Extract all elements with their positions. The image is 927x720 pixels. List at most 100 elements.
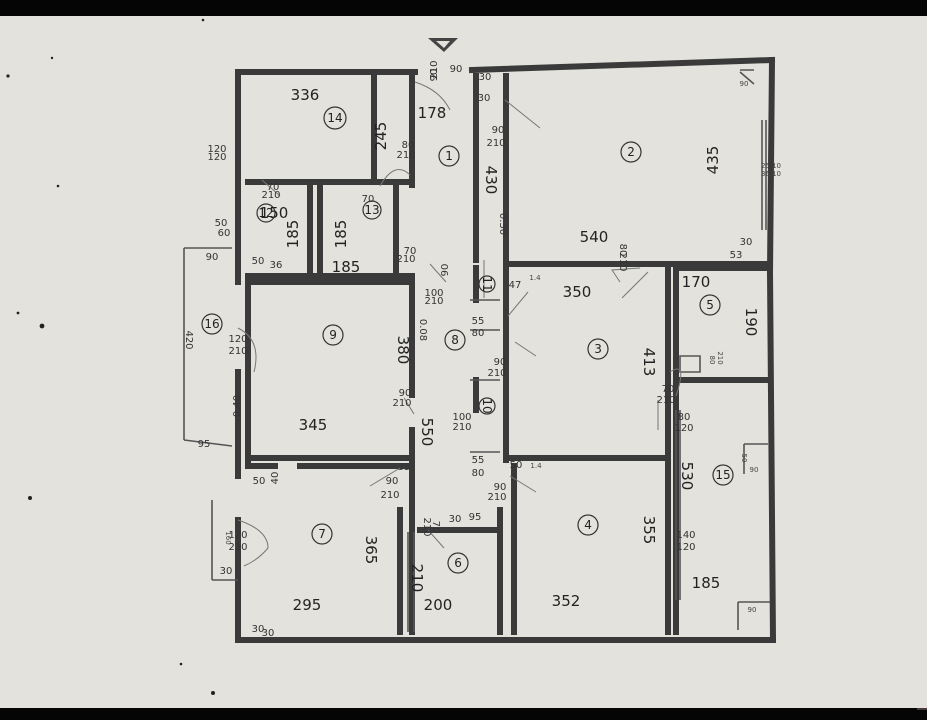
dimension-label: 95 bbox=[198, 439, 211, 450]
dimension-label: 30 bbox=[449, 514, 462, 525]
dimension-label: 540 bbox=[580, 228, 609, 246]
dimension-label: 80 bbox=[472, 328, 485, 339]
dimension-label: 90 bbox=[206, 252, 219, 263]
dimension-label: 210 bbox=[228, 542, 247, 553]
dimension-label: 100 bbox=[424, 288, 443, 299]
dimension-label: 50 bbox=[253, 476, 266, 487]
room-number: 6 bbox=[454, 556, 462, 570]
dimension-label: 1.4 bbox=[530, 462, 542, 470]
room-circle bbox=[447, 552, 469, 574]
dimension-label: 120 bbox=[207, 152, 226, 163]
dimension-label: 350 bbox=[563, 283, 592, 301]
dimension-label: 550 bbox=[418, 418, 436, 447]
dimension-label: 120 bbox=[228, 334, 247, 345]
dimension-label: 210 bbox=[408, 564, 426, 593]
room-number: 11 bbox=[480, 276, 494, 291]
room-number: 12 bbox=[258, 206, 273, 220]
room-marker-15: 15 bbox=[712, 464, 734, 486]
dimension-label: 90 bbox=[492, 125, 505, 136]
dimension-label: 420 bbox=[183, 330, 194, 349]
room-marker-9: 9 bbox=[322, 324, 344, 346]
room-marker-2: 2 bbox=[620, 141, 642, 163]
dimension-label: 185 bbox=[692, 574, 721, 592]
dimension-label: 210 bbox=[656, 395, 675, 406]
room-marker-13: 13 bbox=[362, 200, 382, 220]
dimension-label: 185 bbox=[284, 220, 302, 249]
dimension-label: 210 bbox=[261, 190, 280, 201]
dimension-label: 210 bbox=[487, 368, 506, 379]
dimension-label: 55 bbox=[472, 455, 485, 466]
dimension-label: 185 bbox=[332, 258, 361, 276]
dimension-label: 50 bbox=[510, 460, 523, 471]
dimension-label: 210 bbox=[716, 351, 724, 364]
dimension-label: 80 bbox=[402, 140, 415, 151]
dimension-label: 30 bbox=[262, 628, 275, 639]
room-number: 13 bbox=[364, 203, 379, 217]
dimension-label: 80 bbox=[708, 356, 716, 365]
dimension-label: 120 bbox=[207, 144, 226, 155]
dimension-label: 70 bbox=[404, 246, 417, 257]
room-circle bbox=[438, 145, 460, 167]
dimension-label: 80 bbox=[617, 244, 628, 257]
dimension-label: 120 bbox=[676, 542, 695, 553]
scan-specks bbox=[6, 18, 215, 695]
photo-bottom-edge bbox=[0, 708, 927, 720]
room-marker-3: 3 bbox=[587, 338, 609, 360]
room-circle bbox=[311, 523, 333, 545]
dimension-label: 1.4 bbox=[529, 274, 541, 282]
dimension-label: 210 bbox=[228, 346, 247, 357]
dimension-label: 210 bbox=[421, 517, 432, 536]
dimension-label: 345 bbox=[299, 416, 328, 434]
dimension-label: 150 bbox=[260, 204, 289, 222]
dimension-label: 55 bbox=[472, 316, 485, 327]
dimension-label: 336 bbox=[291, 86, 320, 104]
dimension-label: 100 bbox=[452, 412, 471, 423]
room-number: 14 bbox=[327, 111, 342, 125]
dimension-label: 210 bbox=[617, 252, 628, 271]
dimension-label: 352 bbox=[552, 592, 581, 610]
room-circle bbox=[323, 106, 347, 130]
room-number: 1 bbox=[445, 149, 453, 163]
dimension-label: 210 bbox=[380, 490, 399, 501]
dimension-label: 30 bbox=[740, 237, 753, 248]
dimension-label: 90 bbox=[440, 264, 451, 277]
dimension-label: 90 bbox=[429, 69, 440, 82]
dimension-label: 210 bbox=[392, 398, 411, 409]
room-marker-11: 11 bbox=[478, 275, 496, 293]
dimension-label: 90 bbox=[750, 466, 759, 474]
dimension-label: 140 bbox=[676, 530, 695, 541]
dimension-label: 435 bbox=[704, 146, 722, 175]
room-number: 5 bbox=[706, 298, 714, 312]
room-circle bbox=[444, 329, 466, 351]
dimension-label: 295 bbox=[293, 596, 322, 614]
room-marker-10: 10 bbox=[478, 397, 496, 415]
dimension-label: 90 bbox=[748, 606, 757, 614]
dimension-label: 210 bbox=[429, 60, 440, 79]
room-number: 10 bbox=[480, 398, 494, 413]
dimension-label: 530 bbox=[678, 462, 696, 491]
dimension-label: 413 bbox=[640, 348, 658, 377]
dimension-label: 70 bbox=[362, 194, 375, 205]
dimension-label: 120 bbox=[674, 423, 693, 434]
dimension-label: 90 bbox=[494, 482, 507, 493]
dimension-label: 355 bbox=[640, 516, 658, 545]
dimension-label: 160 bbox=[224, 531, 232, 544]
dimension-label: 80 bbox=[678, 412, 691, 423]
dimension-label: 70 bbox=[662, 384, 675, 395]
dimension-label: 50 bbox=[740, 454, 748, 463]
paper-sheet bbox=[0, 16, 927, 708]
room-number: 8 bbox=[451, 333, 459, 347]
dimension-label: 40 bbox=[270, 472, 281, 485]
dimension-label: 36 10 bbox=[761, 170, 781, 178]
dimension-label: 30 bbox=[252, 624, 265, 635]
room-circle bbox=[587, 338, 609, 360]
room-marker-1: 1 bbox=[438, 145, 460, 167]
dimension-label: 53 bbox=[730, 250, 743, 261]
dimension-label: 50 bbox=[215, 218, 228, 229]
north-arrow-icon bbox=[428, 38, 458, 52]
room-number: 15 bbox=[715, 468, 730, 482]
room-circle bbox=[362, 200, 382, 220]
